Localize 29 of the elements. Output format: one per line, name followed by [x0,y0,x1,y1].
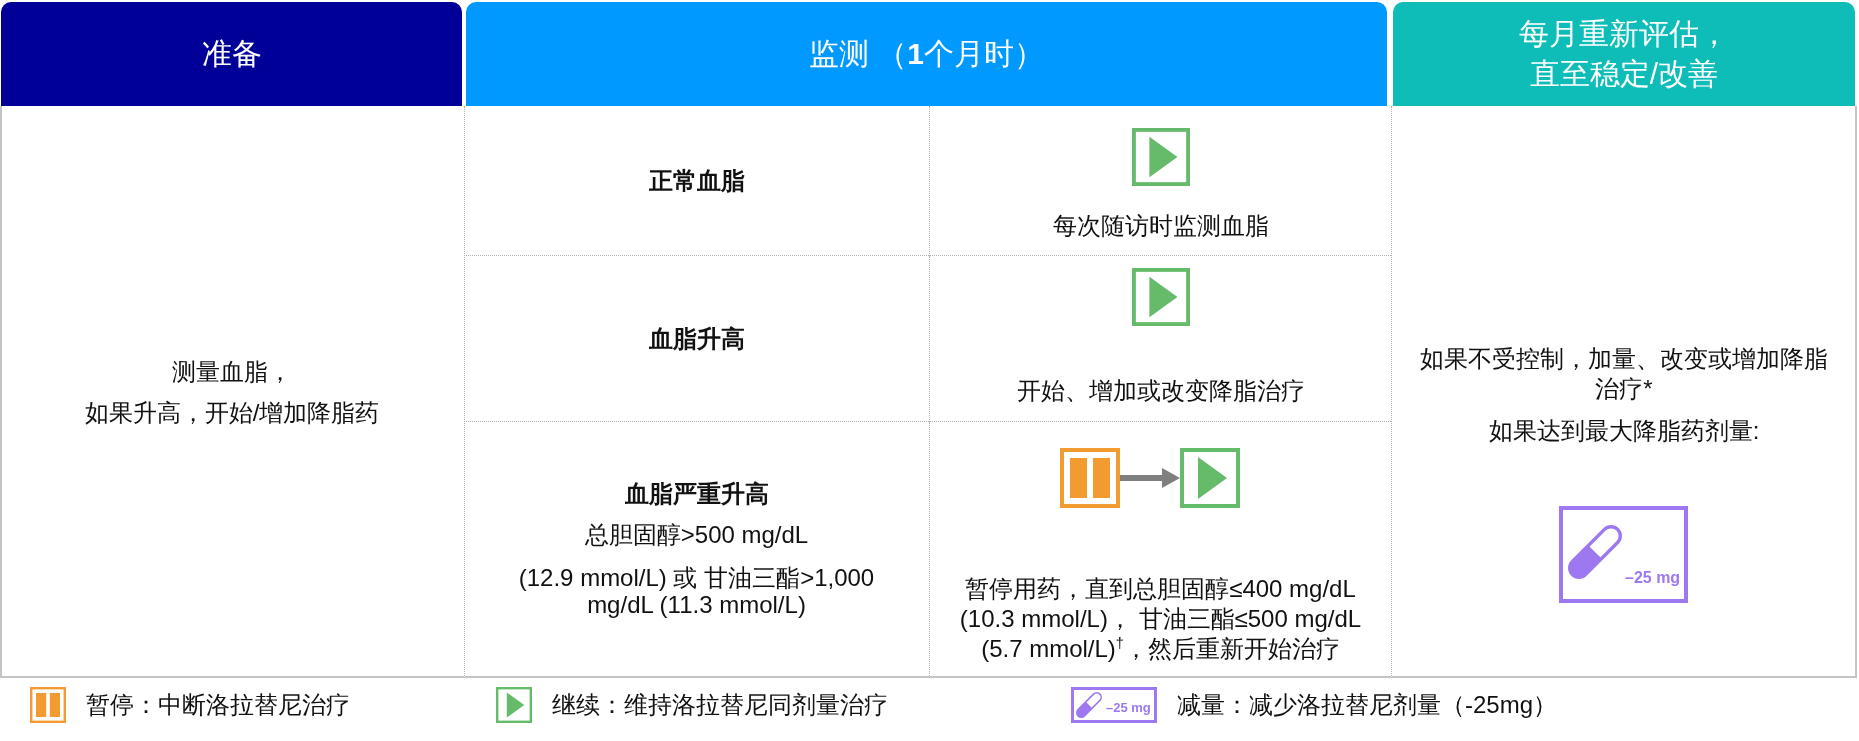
legend-text: 暂停：中断洛拉替尼治疗 [86,690,350,720]
legend-text: 继续：维持洛拉替尼同剂量治疗 [552,690,888,720]
row-heading: 正常血脂 [648,166,745,195]
column-heading: 监测 （1个月时） [809,35,1044,72]
column-panel [1391,2,1857,678]
action-text: 开始、增加或改变降脂治疗 [1016,376,1305,406]
criteria-text: (12.9 mmol/L) 或 甘油三酯>1,000 mg/dL (11.3 mmol/L) [517,564,876,618]
action-cell [929,256,1391,422]
cell-text: 如果不受控制，加量、改变或增加降脂治疗* [1419,344,1829,404]
column-panel [0,2,464,678]
legend-text: 减量：减少洛拉替尼剂量（-25mg） [1177,690,1558,720]
action-cell [929,106,1391,256]
cell-text: 测量血脂， [172,356,292,387]
action-text: 暂停用药，直到总胆固醇≤400 mg/dL (10.3 mmol/L)， 甘油三酯≤500 mg/dL (5.7 mmol/L)$^{†}$，然后重新开始治疗 [958,574,1363,664]
play-icon [1180,448,1240,508]
row-heading: 血脂升高 [648,324,745,353]
column-heading: 每月重新评估，直至稳定/改善 [1518,15,1730,92]
dose-label: –25 mg [1106,701,1151,714]
pause-icon [1060,448,1120,508]
cell-text: 如果升高，开始/增加降脂药 [84,397,380,428]
action-text: 每次随访时监测血脂 [1052,211,1269,241]
dose-label: –25 mg [1625,570,1681,586]
column-heading: 准备 [201,35,262,72]
row-heading: 血脂严重升高 [624,480,769,508]
column-panel [464,2,1391,678]
criteria-text: 总胆固醇>500 mg/dL [584,521,809,548]
dose-reduction-box [1559,506,1688,603]
cell-text: 如果达到最大降脂药剂量: [1488,416,1760,446]
arrow [1120,468,1180,488]
